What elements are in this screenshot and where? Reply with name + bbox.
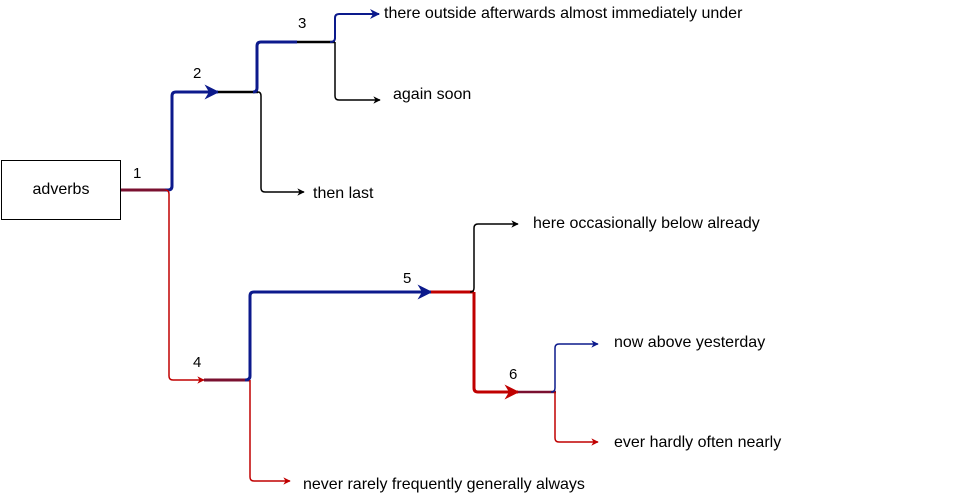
leaf-label-node5-black: here occasionally below already [533, 215, 760, 232]
edge-2-to-3 [252, 40, 297, 94]
edge-2-to-leaf-black [257, 91, 305, 196]
root-node-box: adverbs [1, 160, 121, 220]
edge-4-to-leaf-red [249, 380, 291, 485]
leaf-label-node6-blue: now above yesterday [614, 334, 766, 351]
leaf-label-node3-black: again soon [393, 86, 472, 103]
edge-1-to-2 [165, 84, 220, 192]
leaf-label-node4-red: never rarely frequently generally always [303, 476, 585, 493]
node-number-1: 1 [133, 165, 142, 182]
node-number-3: 3 [298, 15, 307, 32]
node-number-6: 6 [509, 366, 518, 383]
edge-4-to-5 [244, 284, 433, 382]
edge-3-to-leaf-black [334, 42, 381, 104]
edge-5-to-6 [472, 292, 520, 400]
root-label: adverbs [32, 181, 90, 198]
leaf-label-node2-black: then last [313, 185, 374, 202]
leaf-label-node3-blue: there outside afterwards almost immediat… [384, 5, 743, 22]
edge-1-to-4 [164, 189, 205, 384]
edge-6-to-leaf-red [554, 392, 599, 446]
node-number-2: 2 [193, 65, 202, 82]
node-number-5: 5 [403, 270, 412, 287]
edge-5-to-leaf-black [469, 220, 519, 293]
leaf-label-node6-red: ever hardly often nearly [614, 434, 782, 451]
edge-3-to-leaf-blue [329, 9, 380, 43]
node-number-4: 4 [193, 354, 202, 371]
edge-6-to-leaf-blue [550, 340, 599, 393]
